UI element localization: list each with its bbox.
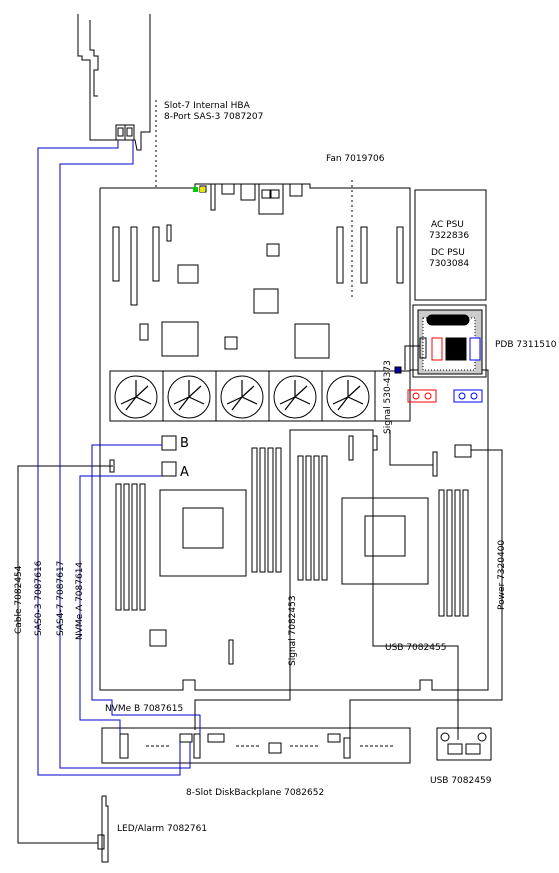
- connector-a-label: A: [180, 465, 189, 480]
- nvme-a-label: NVMe A 7087614: [75, 561, 85, 640]
- dimm-slots-left: [115, 447, 282, 611]
- power-label: Power 7320400: [497, 539, 507, 610]
- pdb-label: PDB 7311510: [495, 340, 557, 350]
- cpu-die-1: [182, 507, 224, 549]
- nvme-b-label: NVMe B 7087615: [105, 704, 184, 714]
- yellow-led-icon: [200, 187, 205, 192]
- sas47-label: SAS4-7 7087617: [56, 560, 66, 636]
- sas03-label: SAS0-3 7087616: [34, 560, 44, 636]
- cpu-socket-2: [341, 497, 429, 585]
- board-chips: [139, 243, 330, 665]
- ac-psu-number: 7322836: [429, 231, 470, 241]
- dc-psu-label: DC PSU: [431, 248, 465, 258]
- green-led-icon: [193, 187, 198, 192]
- usb-7082459-label: USB 7082459: [430, 776, 492, 786]
- led-alarm-label: LED/Alarm 7082761: [117, 824, 208, 834]
- disk-backplane: [101, 727, 411, 764]
- signal-530-label: Signal 530-4373: [383, 360, 393, 434]
- ac-psu-label: AC PSU: [431, 220, 464, 230]
- hba-label-line1: Slot-7 Internal HBA: [164, 101, 250, 111]
- backplane-label: 8-Slot DiskBackplane 7082652: [186, 788, 325, 798]
- dimm-slots-right: [297, 455, 469, 617]
- hba-label-line2: 8-Port SAS-3 7087207: [164, 112, 264, 122]
- psu: [414, 189, 487, 301]
- blue-cables: [37, 140, 201, 776]
- motherboard-outline: [99, 183, 489, 691]
- cable-label: Cable 7082454: [14, 565, 24, 635]
- nvme-connectors: [161, 435, 177, 477]
- dc-psu-number: 7303084: [429, 259, 470, 269]
- pcie-slots: [112, 180, 404, 306]
- hba-card: [77, 14, 157, 190]
- connector-b-label: B: [180, 436, 189, 451]
- usb-7082455-label: USB 7082455: [385, 643, 447, 653]
- pdb-board: [394, 304, 487, 378]
- fan-label: Fan 7019706: [326, 154, 385, 164]
- power-connectors: [407, 389, 483, 403]
- rear-connectors: [199, 183, 303, 215]
- cpu-die-2: [364, 515, 406, 557]
- led-alarm-board: [97, 795, 109, 863]
- signal-7082453-label: Signal 7082453: [288, 595, 298, 666]
- usb-board: [436, 727, 492, 761]
- cpu-socket-1: [159, 489, 247, 577]
- fan-array: [109, 370, 411, 422]
